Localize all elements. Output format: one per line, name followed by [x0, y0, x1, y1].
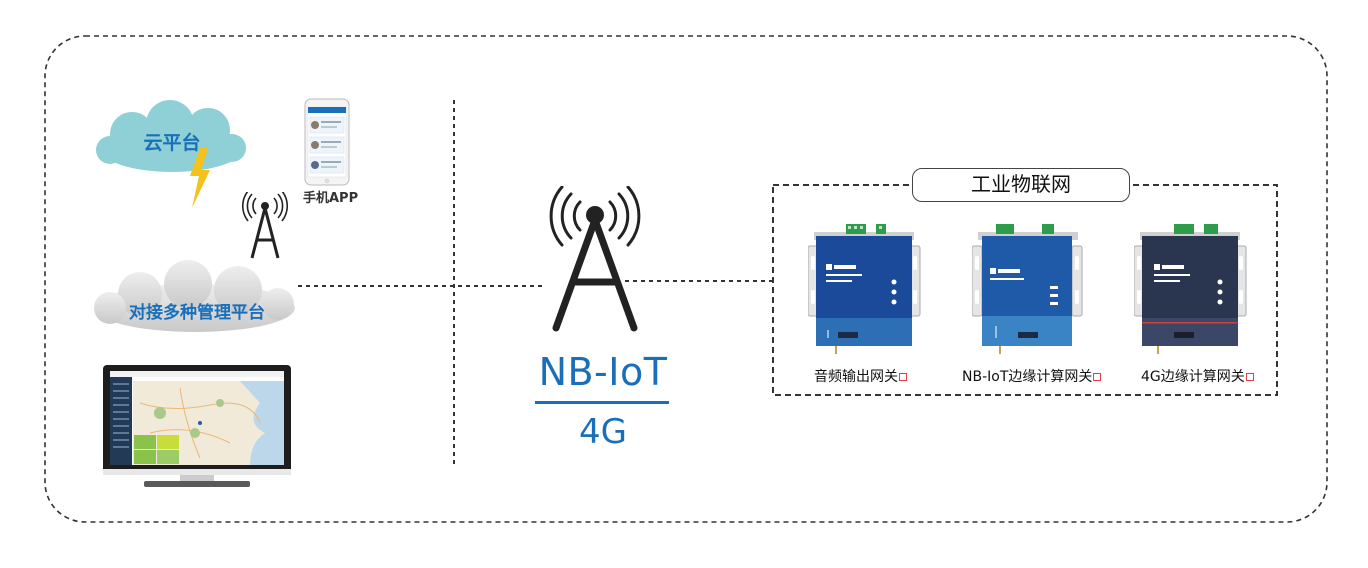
monitor-icon: [103, 365, 291, 487]
lightning-icon: [190, 148, 210, 208]
mobile-app-label: 手机APP: [303, 191, 359, 206]
smartphone-icon: [304, 98, 350, 186]
signal-tower-icon: [549, 186, 641, 332]
network-divider-line: [535, 401, 669, 404]
device-badge-icon: [1245, 373, 1254, 381]
network-secondary-label: 4G: [579, 412, 627, 452]
device-label: NB-IoT边缘计算网关: [962, 366, 1102, 386]
outer-dashed-frame: [44, 35, 1328, 523]
cloud-icon: [94, 260, 295, 332]
signal-tower-icon: [241, 192, 289, 259]
cloud-icon: [96, 100, 246, 172]
gateway-device-icon: [972, 224, 1083, 354]
gateway-device-icon: [808, 224, 921, 354]
gateway-device-icon: [1134, 224, 1247, 354]
industrial-iot-title: 工业物联网: [912, 168, 1130, 202]
multi-platform-label: 对接多种管理平台: [129, 303, 265, 323]
device-label: 4G边缘计算网关: [1141, 366, 1254, 386]
device-label: 音频输出网关: [814, 366, 907, 386]
device-badge-icon: [899, 373, 907, 381]
device-badge-icon: [1093, 373, 1102, 381]
network-primary-label: NB-IoT: [538, 350, 668, 394]
cloud-platform-label: 云平台: [143, 132, 201, 154]
